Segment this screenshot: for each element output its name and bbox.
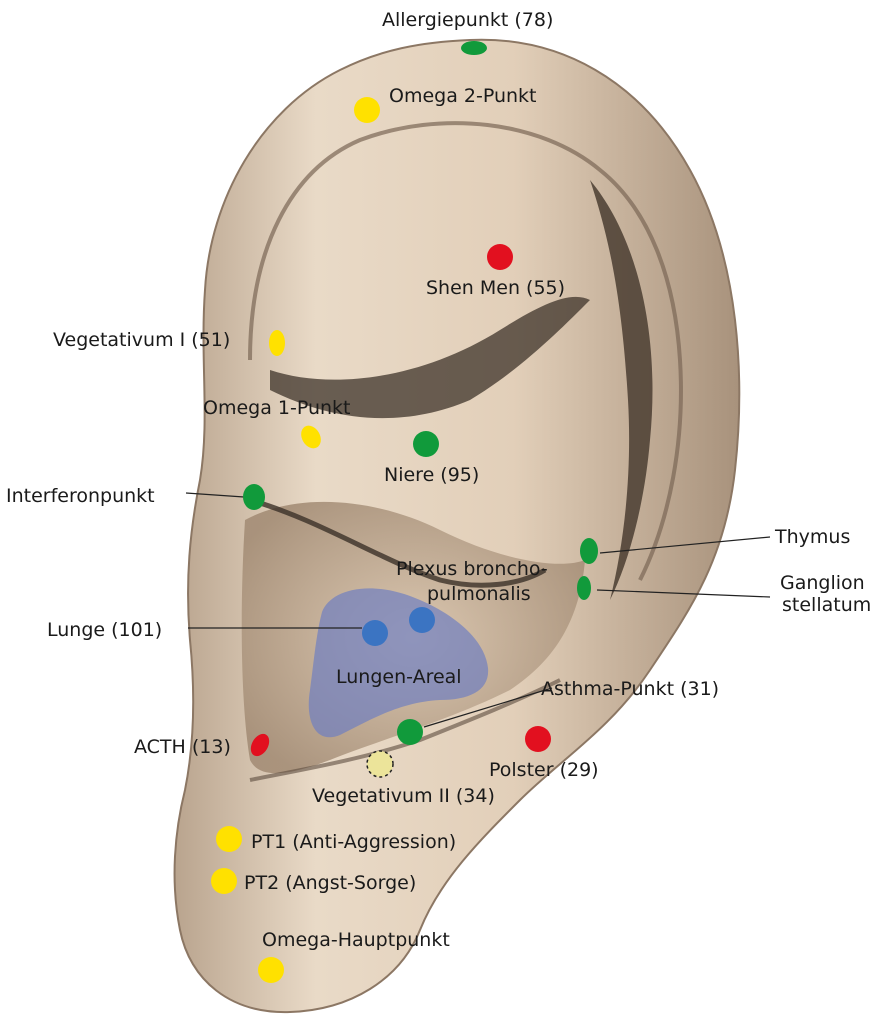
point-pt1[interactable]: [216, 826, 242, 852]
point-veg2[interactable]: [367, 751, 393, 777]
label-omega-haupt: Omega-Hauptpunkt: [262, 929, 450, 951]
label-ganglion-2: stellatum: [782, 594, 871, 616]
point-niere[interactable]: [413, 431, 439, 457]
point-interferon[interactable]: [243, 484, 265, 510]
label-veg1: Vegetativum I (51): [53, 329, 230, 351]
point-allergie[interactable]: [461, 41, 487, 55]
label-niere: Niere (95): [384, 464, 479, 486]
label-asthma: Asthma-Punkt (31): [541, 678, 719, 700]
point-pt2[interactable]: [211, 868, 237, 894]
point-plexus[interactable]: [409, 607, 435, 633]
label-veg2: Vegetativum II (34): [312, 785, 495, 807]
point-shenmen[interactable]: [487, 244, 513, 270]
point-thymus[interactable]: [580, 538, 598, 564]
label-interferon: Interferonpunkt: [6, 485, 155, 507]
point-omega-haupt[interactable]: [258, 957, 284, 983]
label-lunge: Lunge (101): [47, 619, 162, 641]
label-pt2: PT2 (Angst-Sorge): [244, 872, 416, 894]
point-veg1[interactable]: [269, 330, 285, 356]
label-omega1: Omega 1-Punkt: [203, 397, 351, 419]
label-polster: Polster (29): [489, 759, 599, 781]
label-plexus-1: Plexus broncho-: [396, 558, 548, 580]
label-acth: ACTH (13): [134, 736, 231, 758]
label-pt1: PT1 (Anti-Aggression): [251, 831, 456, 853]
label-allergie: Allergiepunkt (78): [382, 9, 553, 31]
point-polster[interactable]: [525, 726, 551, 752]
label-ganglion-1: Ganglion: [780, 572, 865, 594]
point-asthma[interactable]: [397, 719, 423, 745]
point-ganglion[interactable]: [577, 576, 591, 600]
label-thymus: Thymus: [774, 526, 850, 548]
label-omega2: Omega 2-Punkt: [389, 85, 537, 107]
label-lungenareal: Lungen-Areal: [336, 666, 462, 688]
point-lunge[interactable]: [362, 620, 388, 646]
label-shenmen: Shen Men (55): [426, 277, 565, 299]
label-plexus-2: pulmonalis: [427, 583, 531, 605]
point-omega2[interactable]: [354, 97, 380, 123]
